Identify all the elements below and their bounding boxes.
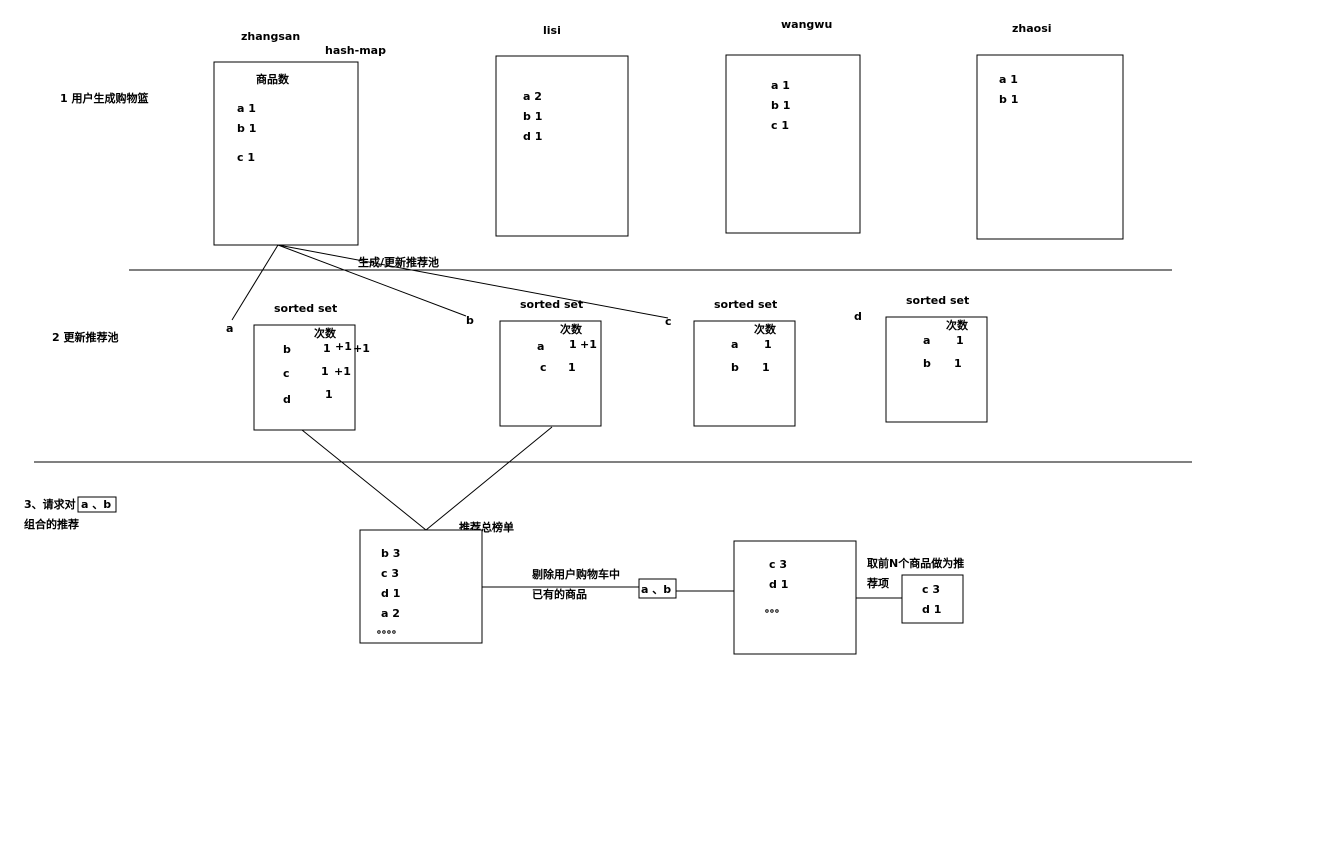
filtered-list-row: 。。。 <box>765 604 785 615</box>
cart-row: a 1 <box>237 102 256 115</box>
cart-row: c 1 <box>237 151 255 164</box>
pool-item: b <box>923 357 931 370</box>
step2-label: 2 更新推荐池 <box>52 330 118 344</box>
cart-row: b 1 <box>771 99 790 112</box>
sorted-set-label: sorted set <box>274 302 337 315</box>
pool-count: 1 <box>323 342 331 355</box>
cart-header-zhangsan: 商品数 <box>256 72 290 86</box>
cart-box-lisi <box>495 55 629 237</box>
filtered-combo-text: a 、b <box>641 583 671 596</box>
pool-count-header: 次数 <box>560 322 583 336</box>
cart-row: a 2 <box>523 90 542 103</box>
cart-row: b 1 <box>237 122 256 135</box>
step3-combo-text: a 、b <box>81 498 111 511</box>
pool-count: 1 <box>325 388 333 401</box>
pool-count: 1 <box>954 357 962 370</box>
pool-item: a <box>731 338 738 351</box>
pool-key-a: a <box>226 322 233 335</box>
pool-increment: +1 <box>334 365 351 378</box>
pool-key-d: d <box>854 310 862 323</box>
step3-label: 3、请求对 <box>24 497 76 511</box>
sorted-set-label: sorted set <box>714 298 777 311</box>
pool-item: b <box>731 361 739 374</box>
filtered-list-row: c 3 <box>769 558 787 571</box>
result-list-row: c 3 <box>922 583 940 596</box>
merge-line-a <box>301 429 427 531</box>
pool-count: 1 <box>764 338 772 351</box>
step1-label: 1 用户生成购物篮 <box>60 91 148 105</box>
hash-map-label: hash-map <box>325 44 386 57</box>
pool-increment: +1 <box>335 340 352 353</box>
total-list-row: c 3 <box>381 567 399 580</box>
pool-count: 1 <box>762 361 770 374</box>
remove-label: 剔除用户购物车中 <box>531 567 620 581</box>
cart-row: d 1 <box>523 130 542 143</box>
sorted-set-label: sorted set <box>906 294 969 307</box>
pool-box-d <box>885 316 988 423</box>
pool-count: 1 <box>568 361 576 374</box>
cart-row: a 1 <box>999 73 1018 86</box>
pool-box-a <box>253 324 356 431</box>
cart-row: c 1 <box>771 119 789 132</box>
cart-box-zhaosi <box>976 54 1124 240</box>
pool-count: 1 <box>956 334 964 347</box>
total-list-row: b 3 <box>381 547 400 560</box>
user-name-wangwu: wangwu <box>781 18 832 31</box>
merge-line-b <box>425 426 553 531</box>
pool-item: c <box>540 361 547 374</box>
generate-label: 生成/更新推荐池 <box>358 255 439 269</box>
pool-count-header: 次数 <box>314 326 337 340</box>
pool-count-header: 次数 <box>754 322 777 336</box>
result-list-row: d 1 <box>922 603 941 616</box>
total-list-row: d 1 <box>381 587 400 600</box>
pool-key-c: c <box>665 315 672 328</box>
cart-box-wangwu <box>725 54 861 234</box>
total-list-row: a 2 <box>381 607 400 620</box>
pool-increment: +1 <box>353 342 370 355</box>
user-name-zhaosi: zhaosi <box>1012 22 1052 35</box>
cart-row: b 1 <box>999 93 1018 106</box>
cart-row: b 1 <box>523 110 542 123</box>
fanout-line-a <box>231 244 279 321</box>
step3-label-line2: 组合的推荐 <box>24 517 79 531</box>
result-list-box <box>901 574 964 624</box>
topn-label: 取前N个商品做为推 <box>867 556 964 570</box>
pool-item: b <box>283 343 291 356</box>
pool-count-header: 次数 <box>946 318 969 332</box>
pool-box-c <box>693 320 796 427</box>
pool-box-b <box>499 320 602 427</box>
remove-label-line2: 已有的商品 <box>532 587 587 601</box>
filtered-combo-box <box>638 578 677 599</box>
topn-label-line2: 荐项 <box>866 576 889 590</box>
pool-item: c <box>283 367 290 380</box>
user-name-lisi: lisi <box>543 24 561 37</box>
fanout-line-b <box>277 244 467 317</box>
pool-item: a <box>537 340 544 353</box>
pool-count: 1 <box>569 338 577 351</box>
pool-item: d <box>283 393 291 406</box>
pool-count: 1 <box>321 365 329 378</box>
pool-key-b: b <box>466 314 474 327</box>
fanout-line-c <box>277 244 669 319</box>
total-list-box <box>359 529 483 644</box>
cart-box-zhangsan <box>213 61 359 246</box>
pool-increment: +1 <box>580 338 597 351</box>
sorted-set-label: sorted set <box>520 298 583 311</box>
user-name-zhangsan: zhangsan <box>241 30 300 43</box>
step3-combo-box <box>77 496 117 513</box>
total-list-row: 。。。。 <box>377 625 402 636</box>
cart-row: a 1 <box>771 79 790 92</box>
pool-item: a <box>923 334 930 347</box>
filtered-list-box <box>733 540 857 655</box>
filtered-list-row: d 1 <box>769 578 788 591</box>
